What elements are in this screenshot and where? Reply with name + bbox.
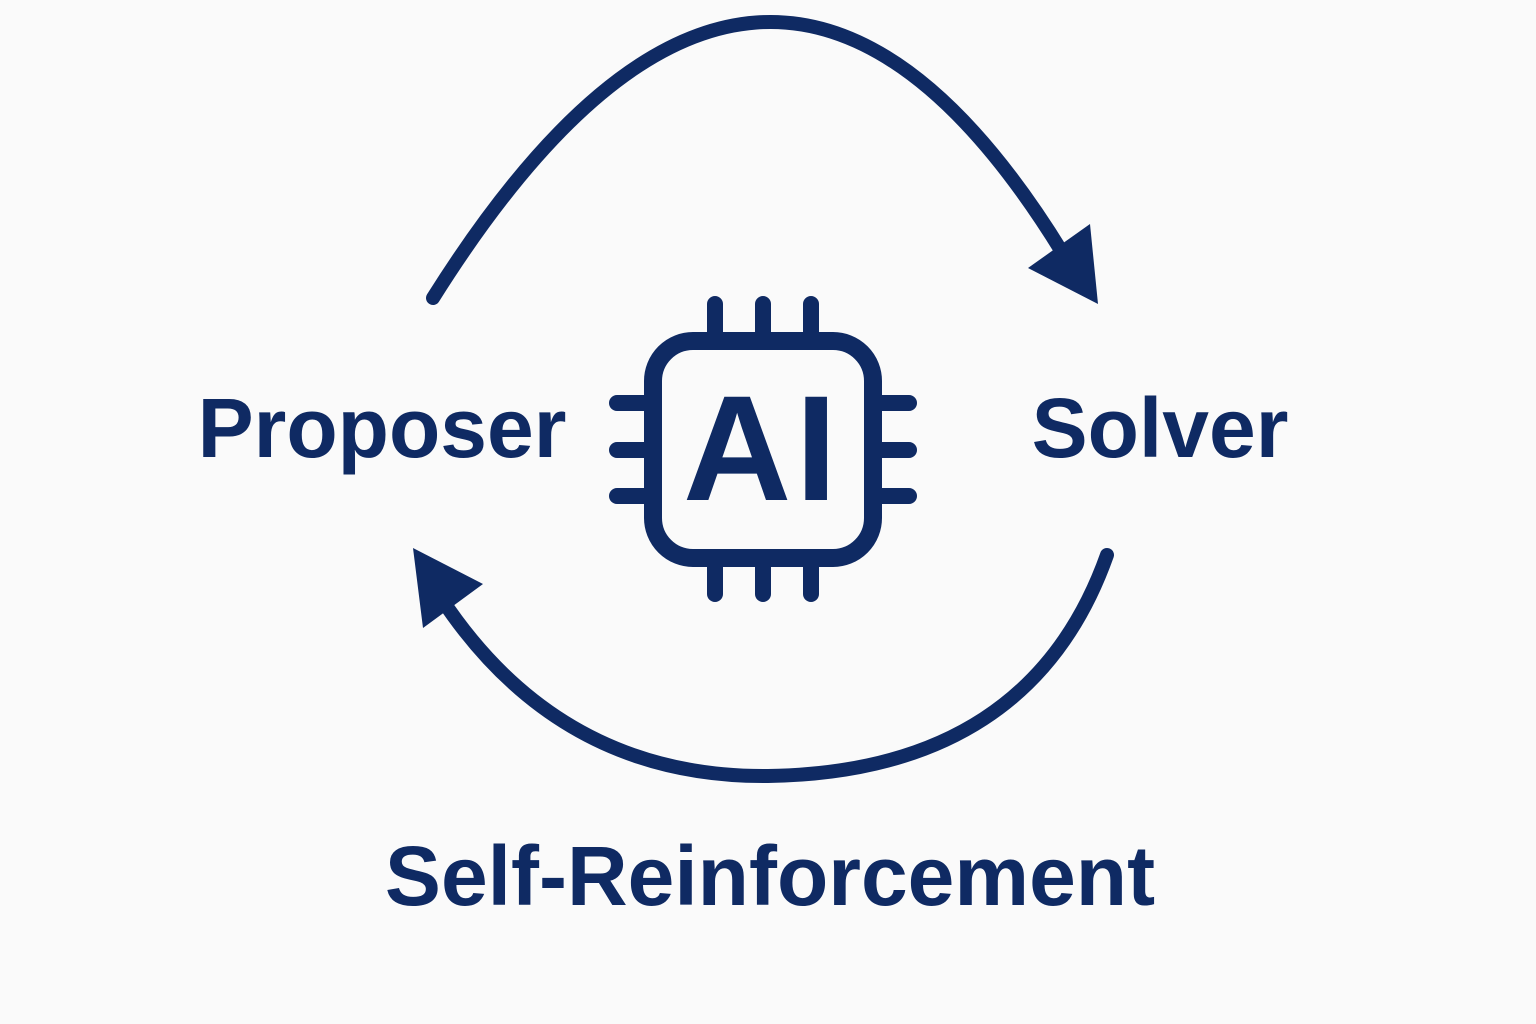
chip-label: AI <box>683 364 841 532</box>
diagram-caption: Self-Reinforcement <box>385 829 1155 923</box>
bottom-arc <box>434 548 1114 784</box>
node-proposer: Proposer <box>198 381 567 475</box>
node-solver: Solver <box>1032 381 1289 475</box>
arrowhead-right-icon <box>1028 224 1098 304</box>
chip-body <box>644 332 882 567</box>
arrowhead-left-icon <box>413 548 483 628</box>
edge-proposer-to-solver <box>426 15 1098 305</box>
chip-icon: AI <box>609 296 917 602</box>
top-arc <box>426 15 1069 305</box>
edge-solver-to-proposer <box>413 548 1114 784</box>
